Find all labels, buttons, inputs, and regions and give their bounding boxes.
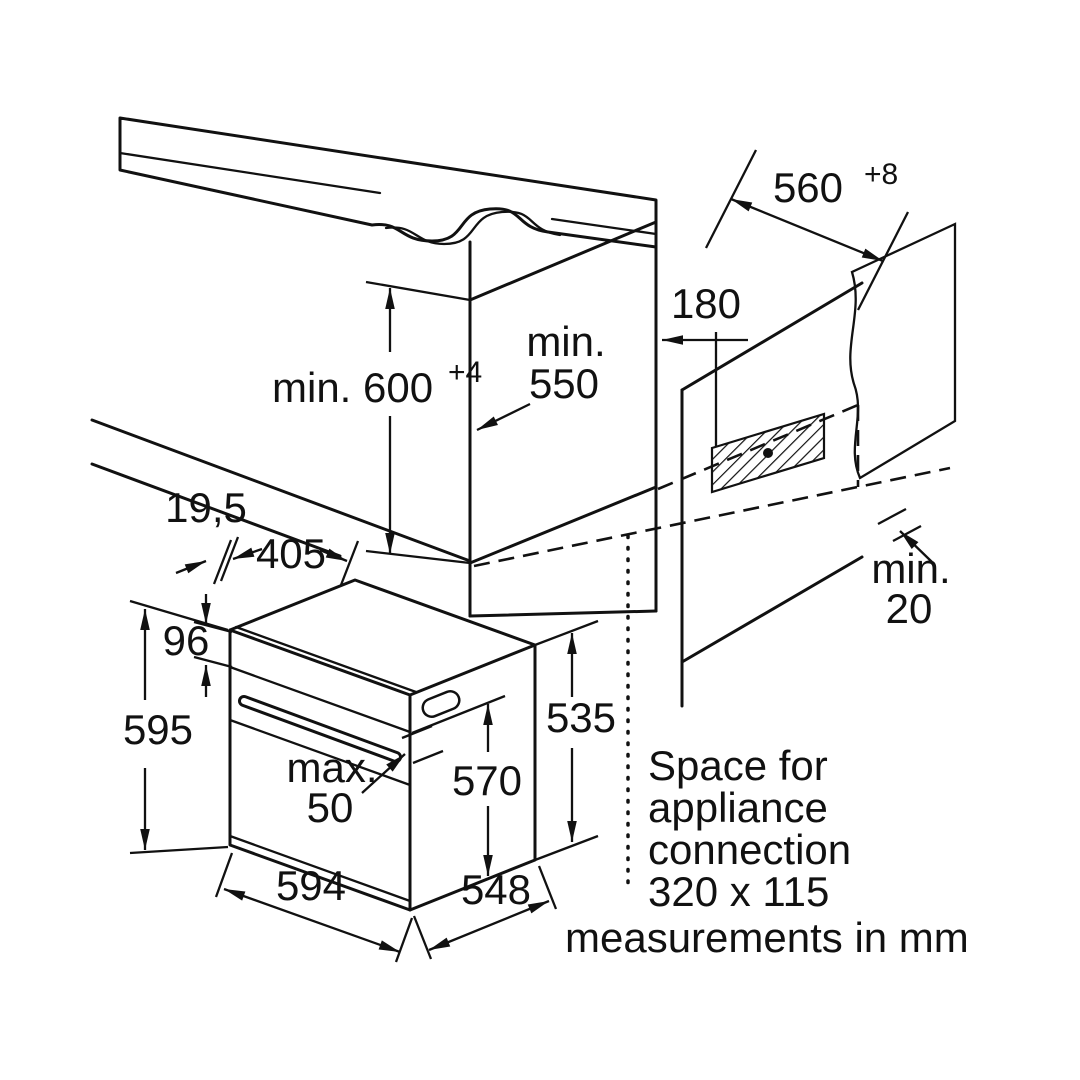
dim-handle-clearance-label: 50 xyxy=(307,784,354,831)
connection-note-line2: appliance xyxy=(648,784,828,831)
dim-connection-offset xyxy=(662,332,748,446)
hidden-floor-back-edge xyxy=(657,403,859,491)
hidden-floor-front-edge xyxy=(473,466,951,568)
dim-niche-height-label: min. 600 xyxy=(272,364,433,411)
dim-connection-offset-label: 180 xyxy=(671,280,741,327)
dim-rear-gap-label: 20 xyxy=(886,585,933,632)
adjacent-cabinet-bottom-edge xyxy=(90,462,342,558)
niche-cabinet xyxy=(90,200,658,618)
oven-side-vent xyxy=(421,690,461,718)
countertop-surface xyxy=(118,116,658,249)
dim-niche-width-tolerance-label: +8 xyxy=(864,158,898,191)
countertop xyxy=(118,116,658,249)
dim-handle-clearance xyxy=(361,724,444,794)
connection-note-line3: connection xyxy=(648,826,851,873)
countertop-break-wave xyxy=(384,210,562,246)
dim-door-height-label: 570 xyxy=(452,757,522,804)
dim-niche-height xyxy=(365,280,471,565)
connection-note-line1: Space for xyxy=(648,742,828,789)
hidden-edges xyxy=(473,403,951,568)
dim-oven-width xyxy=(214,852,414,963)
dim-panel-height-label: 96 xyxy=(163,617,210,664)
dim-niche-width-label: 560 xyxy=(773,164,843,211)
dim-oven-depth xyxy=(412,865,558,960)
dim-niche-height-tolerance-label: +4 xyxy=(448,356,482,389)
oven-top-lip-line xyxy=(234,625,418,694)
notes: Space for appliance connection 320 x 115… xyxy=(565,742,969,961)
oven-control-panel-line xyxy=(228,665,412,734)
connection-point-dot xyxy=(763,448,773,458)
dim-front-lip xyxy=(175,536,240,585)
countertop-front-edge-line-right xyxy=(550,217,658,236)
dim-top-depth xyxy=(232,540,360,586)
dim-oven-height xyxy=(129,599,229,855)
dim-niche-depth-label: 550 xyxy=(529,360,599,407)
oven-door-top-line xyxy=(228,718,412,787)
adjacent-cabinet-top-edge xyxy=(90,418,472,563)
units-note: measurements in mm xyxy=(565,914,969,961)
rear-wall xyxy=(680,222,957,708)
dim-front-lip-label: 19,5 xyxy=(165,484,247,531)
rear-wall-bottom-edge xyxy=(680,555,864,664)
dim-handle-prefix-label: max. xyxy=(286,744,377,791)
dim-rear-gap-prefix-label: min. xyxy=(871,545,950,592)
dim-niche-width xyxy=(704,149,910,311)
countertop-front-edge-line-left xyxy=(118,151,382,195)
niche-base-bottom-edge xyxy=(468,609,658,618)
dimension-labels: 560 +8 min. 600 +4 min. 550 180 min. 20 … xyxy=(123,158,951,913)
dim-rear-height-label: 535 xyxy=(546,694,616,741)
dim-niche-depth-prefix-label: min. xyxy=(526,318,605,365)
dim-rear-height xyxy=(534,619,599,862)
dim-top-depth-label: 405 xyxy=(256,530,326,577)
dim-rear-gap xyxy=(877,507,933,563)
oven-door-handle xyxy=(241,698,399,760)
dim-niche-depth xyxy=(476,402,531,432)
dim-oven-height-label: 595 xyxy=(123,706,193,753)
dim-oven-depth-label: 548 xyxy=(461,866,531,913)
connection-note-line4: 320 x 115 xyxy=(648,868,829,915)
rear-wall-top-edge xyxy=(680,281,864,392)
dim-oven-width-label: 594 xyxy=(276,862,346,909)
